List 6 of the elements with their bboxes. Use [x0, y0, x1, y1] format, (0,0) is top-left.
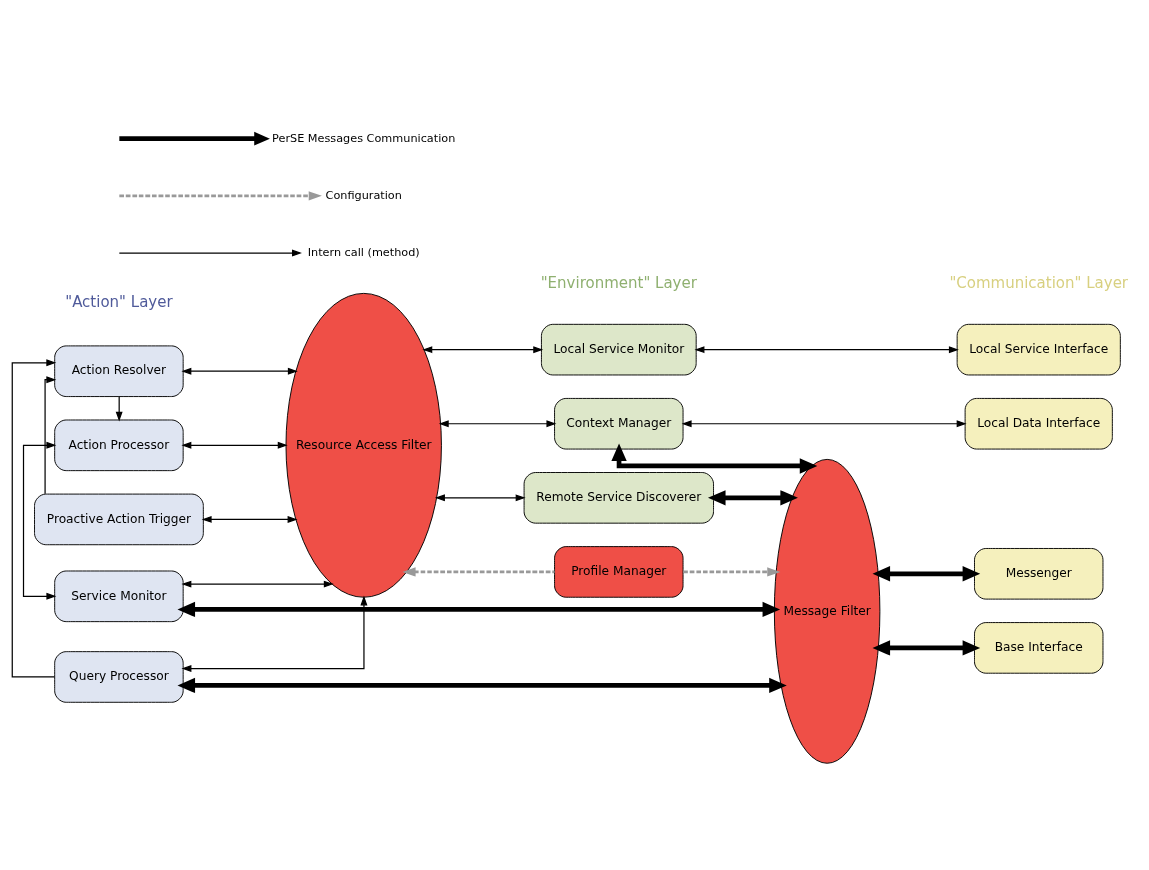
- label: "Action" Layer: [65, 293, 173, 312]
- label: "Communication" Layer: [949, 273, 1129, 292]
- legend-label: Intern call (method): [307, 245, 420, 259]
- label: "Environment" Layer: [540, 273, 697, 292]
- legend-label: PerSE Messages Communication: [272, 131, 456, 145]
- legend-label: Configuration: [325, 188, 402, 202]
